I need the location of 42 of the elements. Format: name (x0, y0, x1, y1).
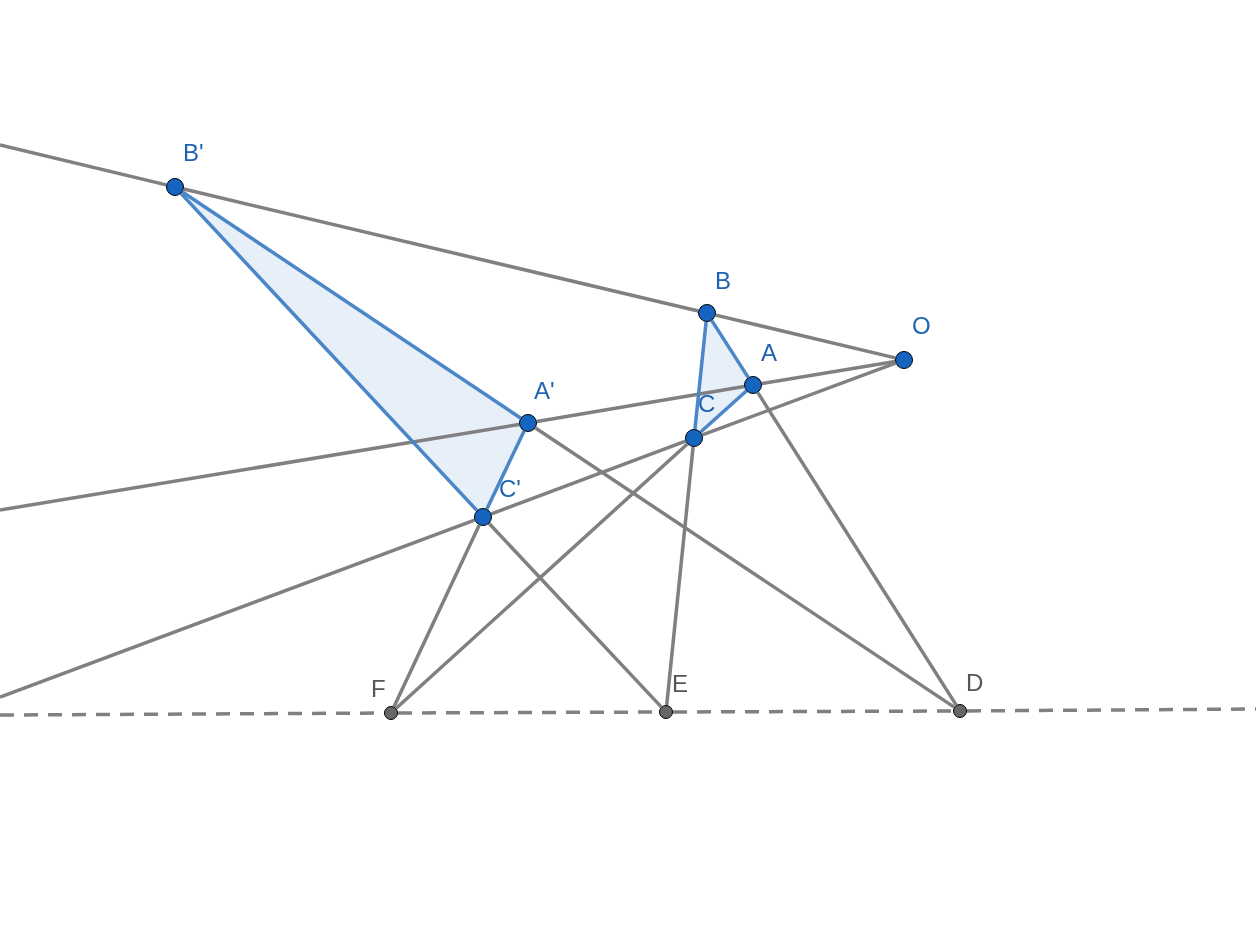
line-segment (0, 422, 520, 512)
line-segment (179, 192, 479, 512)
point-label: F (371, 677, 386, 701)
point-label: E (672, 672, 688, 696)
line-segment (392, 524, 481, 708)
point (685, 429, 703, 447)
line-segment (534, 426, 956, 709)
point (953, 704, 967, 718)
point-label: C' (499, 477, 521, 501)
line-segment (181, 190, 522, 420)
line-segment (699, 389, 748, 434)
point-label: D (966, 671, 984, 695)
point (519, 414, 537, 432)
point (474, 508, 492, 526)
line-segment (715, 313, 896, 360)
point-label: B' (183, 141, 204, 165)
dashed-line (967, 707, 1256, 713)
point-label: A (761, 341, 777, 365)
line-segment (395, 442, 689, 710)
line-segment (664, 446, 695, 706)
point (166, 178, 184, 196)
line-segment (183, 187, 699, 313)
dashed-line (673, 709, 953, 714)
line-segment (485, 430, 526, 510)
point (698, 304, 716, 322)
point-label: O (912, 314, 931, 338)
point (895, 351, 913, 369)
line-segment (701, 361, 897, 437)
line-segment (693, 321, 708, 430)
point (659, 705, 673, 719)
line-segment (0, 518, 476, 699)
point-label: C (698, 392, 716, 416)
point-label: B (715, 269, 731, 293)
line-segment (487, 522, 663, 709)
line-segment (490, 439, 687, 516)
point-label: A' (534, 379, 555, 403)
line-segment (710, 319, 750, 379)
line-segment (0, 143, 167, 187)
line-segment (761, 359, 896, 386)
line-segment (536, 384, 745, 424)
line-segment (756, 391, 958, 707)
point (384, 706, 398, 720)
